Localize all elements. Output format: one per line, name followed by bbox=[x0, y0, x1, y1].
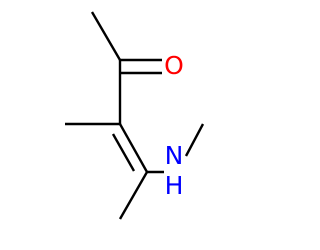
oxygen-atom-label: O bbox=[164, 51, 184, 80]
molecule-structure: O N H bbox=[65, 11, 205, 220]
hydrogen-atom-label: H bbox=[165, 171, 184, 200]
bond-c3-c4-double-b bbox=[111, 133, 136, 172]
bond-c4-c5 bbox=[118, 171, 149, 220]
bond-c1-c2 bbox=[90, 11, 122, 61]
nitrogen-atom-label: N bbox=[165, 141, 184, 170]
bond-c3-c4-double-a bbox=[118, 123, 149, 173]
bond-n-methyl bbox=[184, 123, 205, 157]
